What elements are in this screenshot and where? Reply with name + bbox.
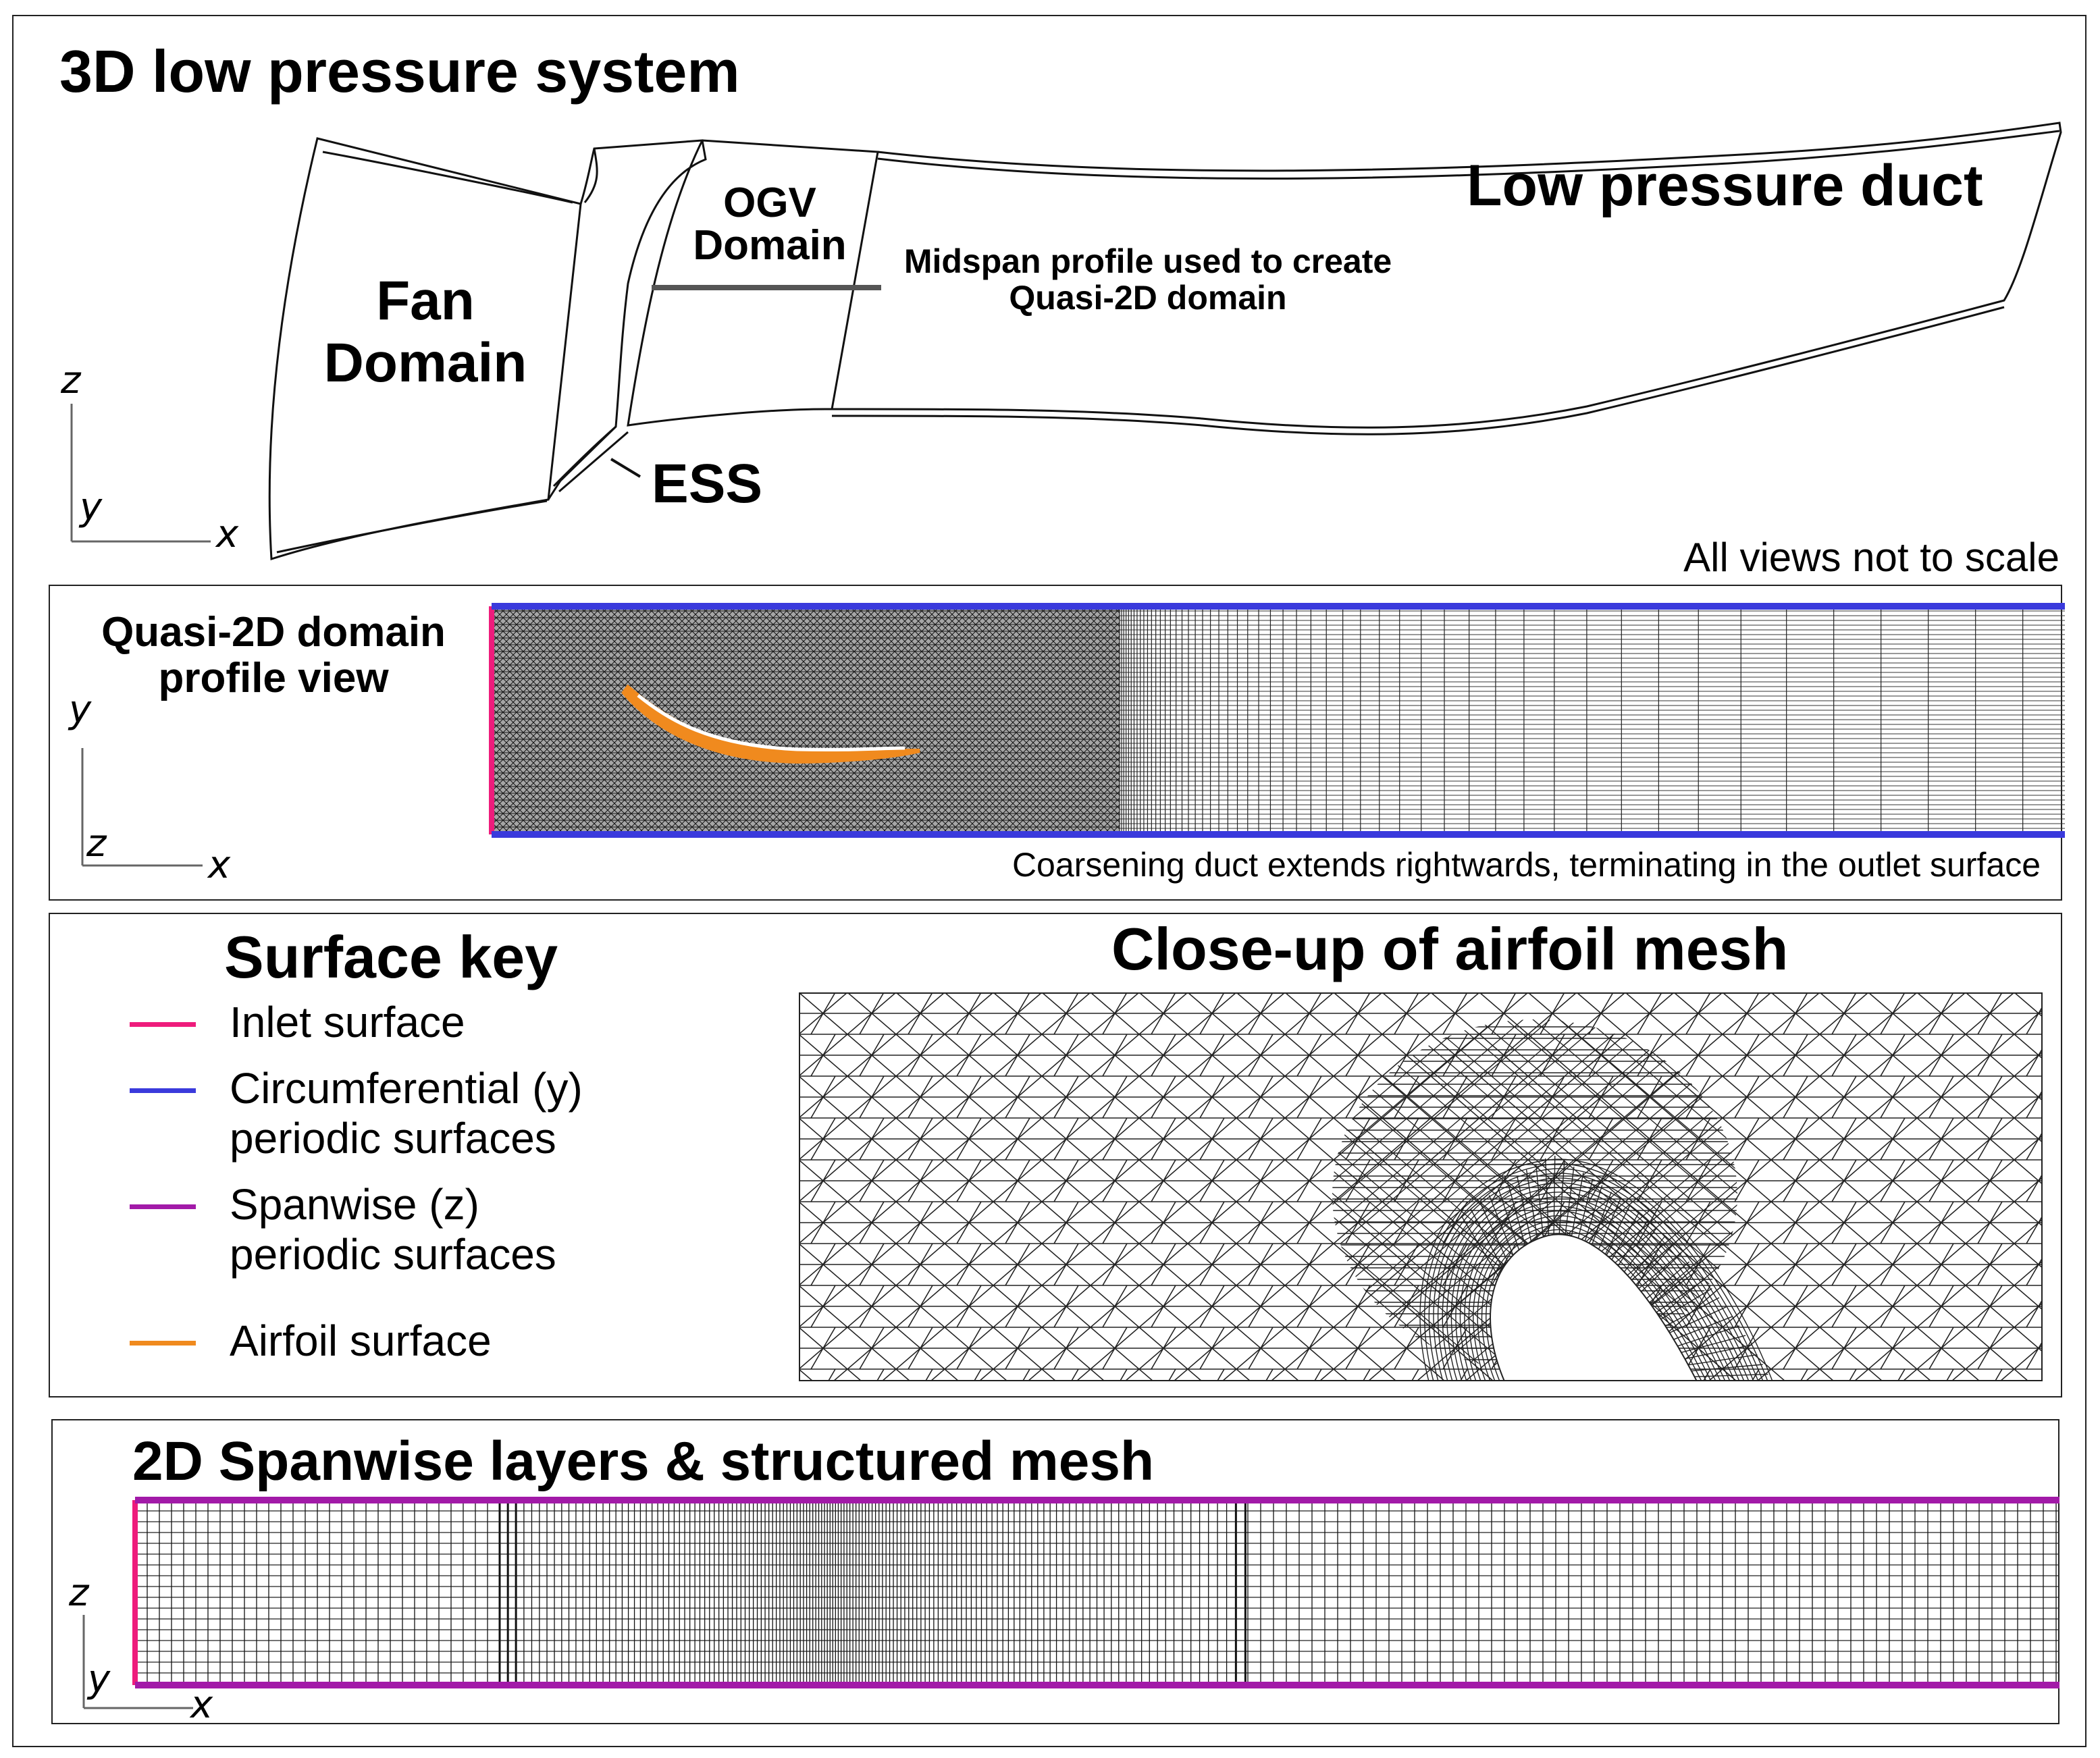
structured-coarsening-mesh [1119, 606, 2065, 834]
top-axis-z: z [61, 358, 81, 402]
ogv-domain-label-1: OGV [723, 180, 816, 226]
fan-domain-hub-edge [276, 500, 548, 554]
scale-note: All views not to scale [1683, 535, 2059, 580]
ess-outline [547, 139, 707, 500]
ess-inner-edge [583, 148, 598, 203]
ess-lower-edge2 [558, 431, 629, 493]
lp-duct-bottom-edge [831, 306, 2005, 435]
lp-system-drawing [70, 122, 2062, 561]
key-swatch-1 [130, 1088, 196, 1093]
key-item-label: Airfoil surface [230, 1316, 492, 1365]
ogv-domain-label-2: Domain [693, 222, 847, 269]
airfoil-closeup-mesh [799, 992, 2043, 1381]
key-closeup-panel [49, 913, 2062, 1397]
quasi2d-panel [49, 585, 2062, 901]
key-item-label: Inlet surface [230, 998, 465, 1046]
spanwise-panel [51, 1419, 2059, 1724]
q2d-axis-x: x [208, 843, 231, 887]
q2d-coarsening-note: Coarsening duct extends rightwards, term… [1012, 846, 2041, 884]
closeup-title: Close-up of airfoil mesh [1111, 915, 1789, 982]
key-swatch-2 [130, 1204, 196, 1209]
top-axis-y: y [80, 485, 103, 529]
quasi2d-mesh [81, 603, 2065, 867]
q2d-axis-y: y [69, 688, 92, 732]
lp-duct-outline [831, 122, 2062, 429]
ess-lower-edge [552, 425, 616, 487]
ogv-domain-outline [627, 139, 879, 427]
ess-leader-line [610, 458, 641, 478]
key-item-label: periodic surfaces [230, 1114, 556, 1163]
quasi2d-title-1: Quasi-2D domain [101, 609, 446, 656]
surface-key-title: Surface key [224, 924, 558, 990]
key-swatch-0 [130, 1022, 196, 1027]
key-item-label: Spanwise (z) [230, 1180, 479, 1229]
key-swatch-3 [130, 1341, 196, 1346]
top-axis-x: x [216, 512, 239, 556]
unstructured-mesh-region [492, 606, 1120, 833]
fan-domain-inner-edge [322, 151, 573, 204]
figure-frame [12, 15, 2086, 1747]
span-axis-z: z [69, 1571, 89, 1615]
span-axis-y: y [88, 1657, 111, 1701]
q2d-axis-z: z [86, 822, 107, 865]
key-item-label: periodic surfaces [230, 1230, 556, 1279]
top-title: 3D low pressure system [59, 38, 740, 105]
midspan-note-1: Midspan profile used to create [903, 242, 1392, 280]
lp-duct-label: Low pressure duct [1467, 153, 1983, 218]
midspan-note-2: Quasi-2D domain [1009, 279, 1287, 317]
fan-domain-label-1: Fan [376, 270, 475, 331]
lp-duct-top-edge [877, 130, 2060, 180]
airfoil-closeup-body [1490, 1233, 1698, 1381]
fan-domain-label-2: Domain [323, 332, 527, 394]
key-item-label: Circumferential (y) [230, 1064, 583, 1113]
quasi2d-title-2: profile view [158, 655, 389, 701]
span-axis-x: x [190, 1683, 213, 1727]
ess-label: ESS [652, 453, 763, 514]
spanwise-title: 2D Spanwise layers & structured mesh [132, 1431, 1155, 1492]
